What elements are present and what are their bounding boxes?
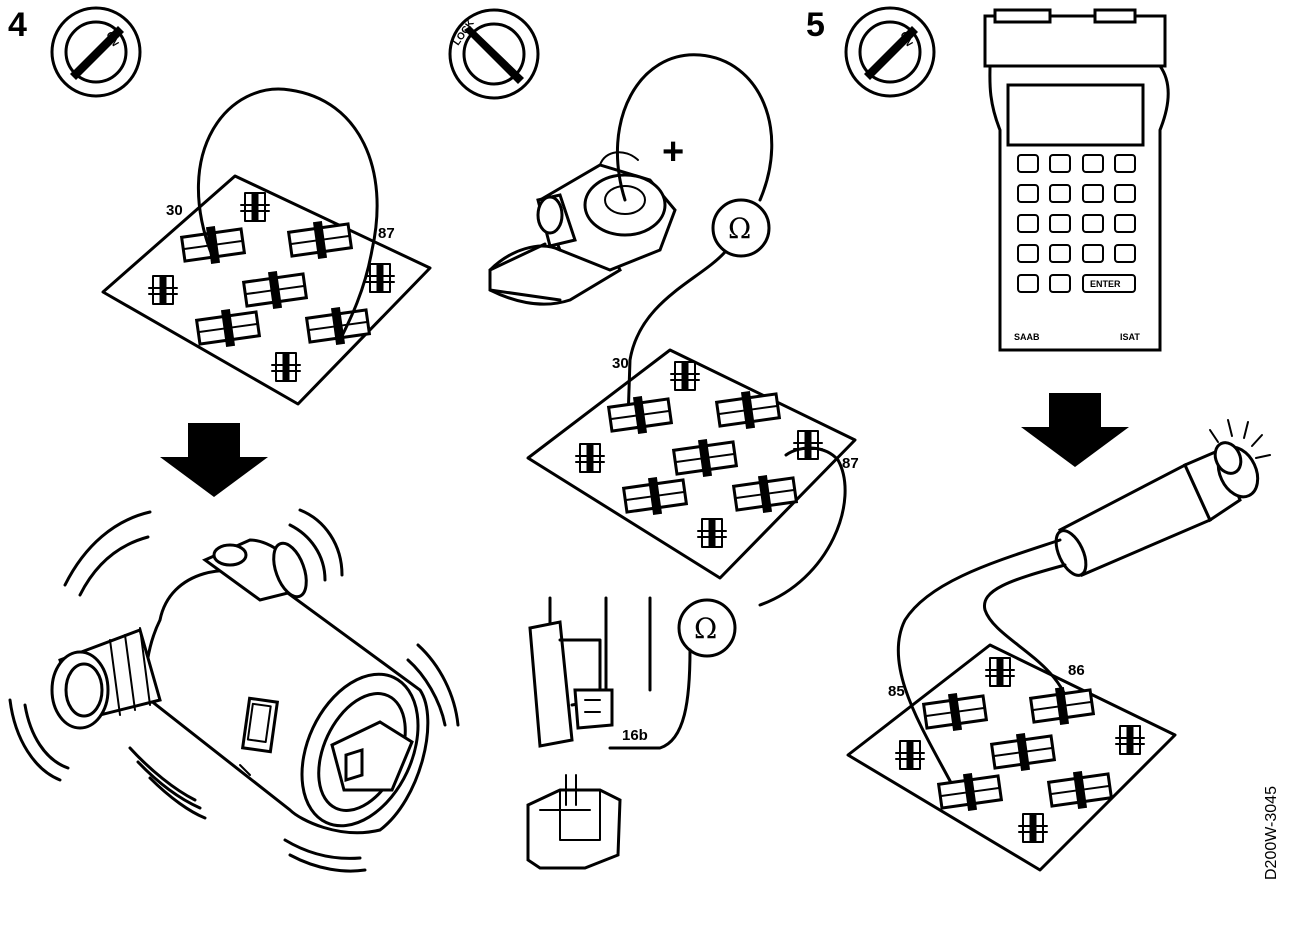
- pin-86-right: 86: [1068, 662, 1085, 679]
- tester-model: ISAT: [1120, 332, 1140, 342]
- pin-87-center: 87: [842, 455, 859, 472]
- pin-30-center: 30: [612, 355, 629, 372]
- idle-air-valve: [50, 538, 430, 835]
- tester-brand: SAAB: [1014, 332, 1040, 342]
- ignition-on-icon-right: ON: [844, 6, 936, 98]
- jumper-wire-left: [196, 87, 379, 342]
- probe-wire-from-87: [758, 446, 847, 607]
- tester-display: [1006, 83, 1145, 147]
- step-5-number: 5: [806, 6, 825, 44]
- figure-code: D200W-3045: [1263, 786, 1280, 880]
- ohmmeter-upper: Ω: [711, 198, 771, 258]
- probe-wire-to-30: [626, 250, 727, 422]
- vibration-lines: [8, 508, 460, 873]
- pin-85-right: 85: [888, 683, 905, 700]
- lamp-wire-85: [896, 538, 1062, 802]
- connector-terminal-detail: [526, 774, 622, 870]
- ohm-symbol-upper: Ω: [728, 212, 751, 245]
- probe-wire-top: [615, 53, 774, 202]
- pin-30-left: 30: [166, 202, 183, 219]
- relay-socket-board-left: 30 87: [101, 87, 432, 406]
- ohmmeter-lower: Ω: [677, 598, 737, 658]
- down-arrow-left: [160, 423, 268, 497]
- plus-sign: +: [662, 131, 684, 173]
- ohm-symbol-lower: Ω: [694, 612, 717, 645]
- ignition-on-icon-left: ON: [50, 6, 142, 98]
- pin-87-left: 87: [378, 225, 395, 242]
- isat-diagnostic-tester: ENTER SAAB ISAT: [983, 8, 1170, 352]
- lamp-light-rays: [1209, 419, 1271, 459]
- tester-enter-label: ENTER: [1090, 279, 1121, 289]
- ignition-lock-icon-center: LOCK: [448, 8, 540, 100]
- down-arrow-right: [1021, 393, 1129, 467]
- wiring-connector-16b: 16b: [528, 596, 652, 748]
- step-4-number: 4: [8, 6, 27, 44]
- terminal-16b-label: 16b: [622, 727, 648, 744]
- tester-keypad: ENTER: [1017, 154, 1136, 293]
- sensor-connector: +: [488, 131, 684, 306]
- relay-socket-board-right: 85 86: [846, 643, 1177, 872]
- relay-socket-board-center: 30 87: [526, 348, 859, 580]
- probe-wire-to-16b: [608, 648, 692, 750]
- tester-enter-key: [1082, 274, 1136, 293]
- test-lamp: [1054, 419, 1271, 577]
